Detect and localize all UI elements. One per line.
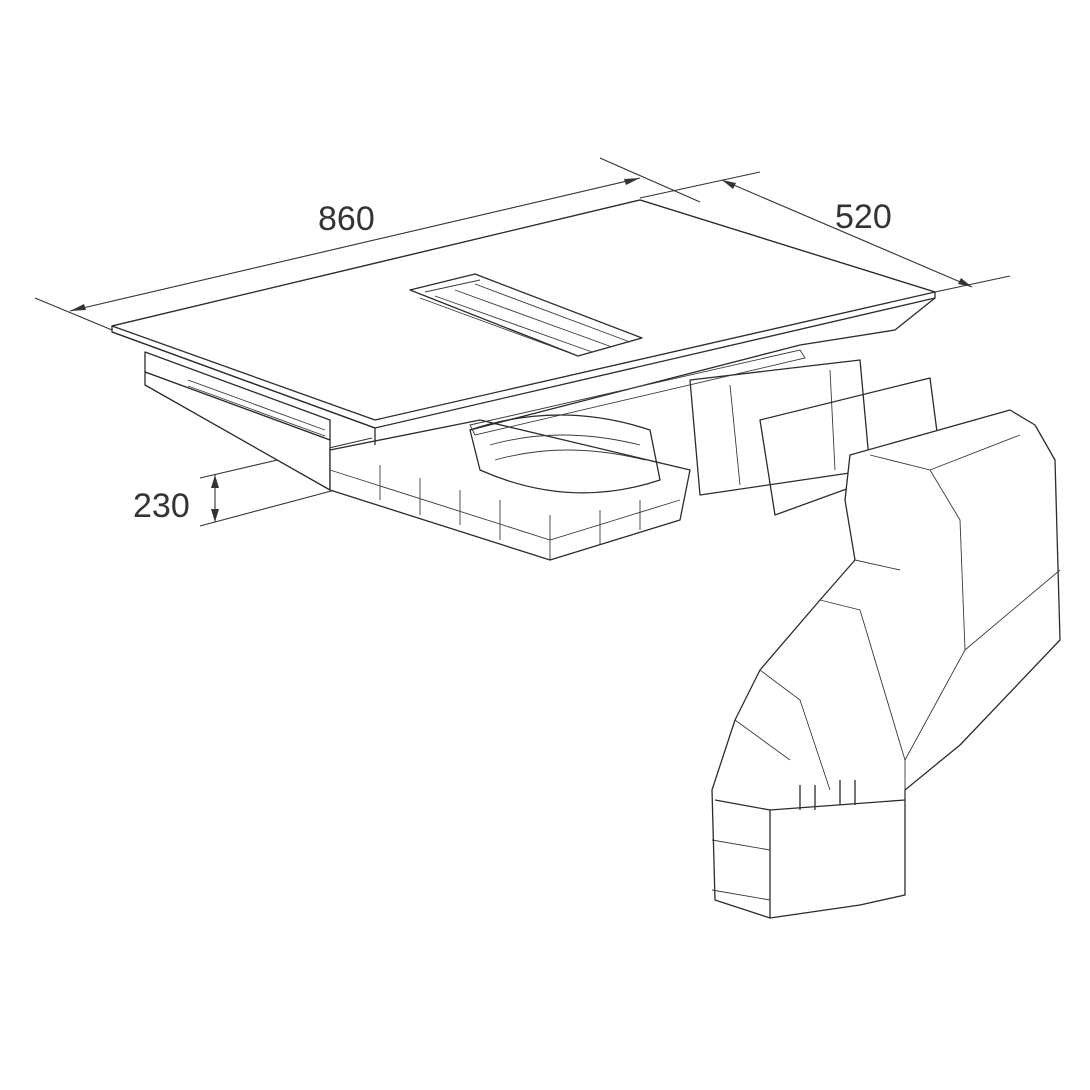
hob-body xyxy=(144,351,941,561)
front-edge xyxy=(111,331,376,429)
duct-body xyxy=(711,409,1061,919)
fan-detail xyxy=(489,434,646,461)
extension-line xyxy=(934,275,1011,293)
arrow-icon xyxy=(624,178,640,185)
duct-clips xyxy=(711,839,771,901)
duct-connector xyxy=(689,359,871,496)
dimension-line xyxy=(69,177,641,312)
width-dimension: 860 xyxy=(34,157,701,331)
depth-label: 520 xyxy=(835,198,892,236)
fan-ring xyxy=(469,414,661,494)
extension-line xyxy=(599,157,701,203)
rail xyxy=(187,385,326,437)
arrow-icon xyxy=(211,509,219,522)
arrow-icon xyxy=(70,304,86,311)
vent-slats xyxy=(419,279,631,357)
extension-line xyxy=(34,297,113,331)
front-rail xyxy=(469,349,806,436)
rail xyxy=(187,379,326,431)
connector-detail xyxy=(729,369,836,486)
width-label: 860 xyxy=(318,200,375,238)
extension-line xyxy=(639,171,761,199)
arrow-icon xyxy=(722,180,736,189)
height-label: 230 xyxy=(133,487,190,525)
extractor-vent xyxy=(409,273,643,357)
extension-line xyxy=(199,489,336,527)
hob-top xyxy=(111,199,936,445)
arrow-icon xyxy=(958,278,972,287)
fan-housing xyxy=(329,419,691,561)
arrow-icon xyxy=(211,475,219,488)
dimension-line xyxy=(721,179,973,288)
height-dimension: 230 xyxy=(133,437,373,527)
housing-ribs xyxy=(329,465,681,560)
duct-edges xyxy=(869,434,1061,800)
exhaust-duct xyxy=(711,409,1061,919)
duct-bend-lines xyxy=(734,559,906,791)
duct-collar xyxy=(714,780,906,918)
depth-dimension: 520 xyxy=(639,171,1011,293)
